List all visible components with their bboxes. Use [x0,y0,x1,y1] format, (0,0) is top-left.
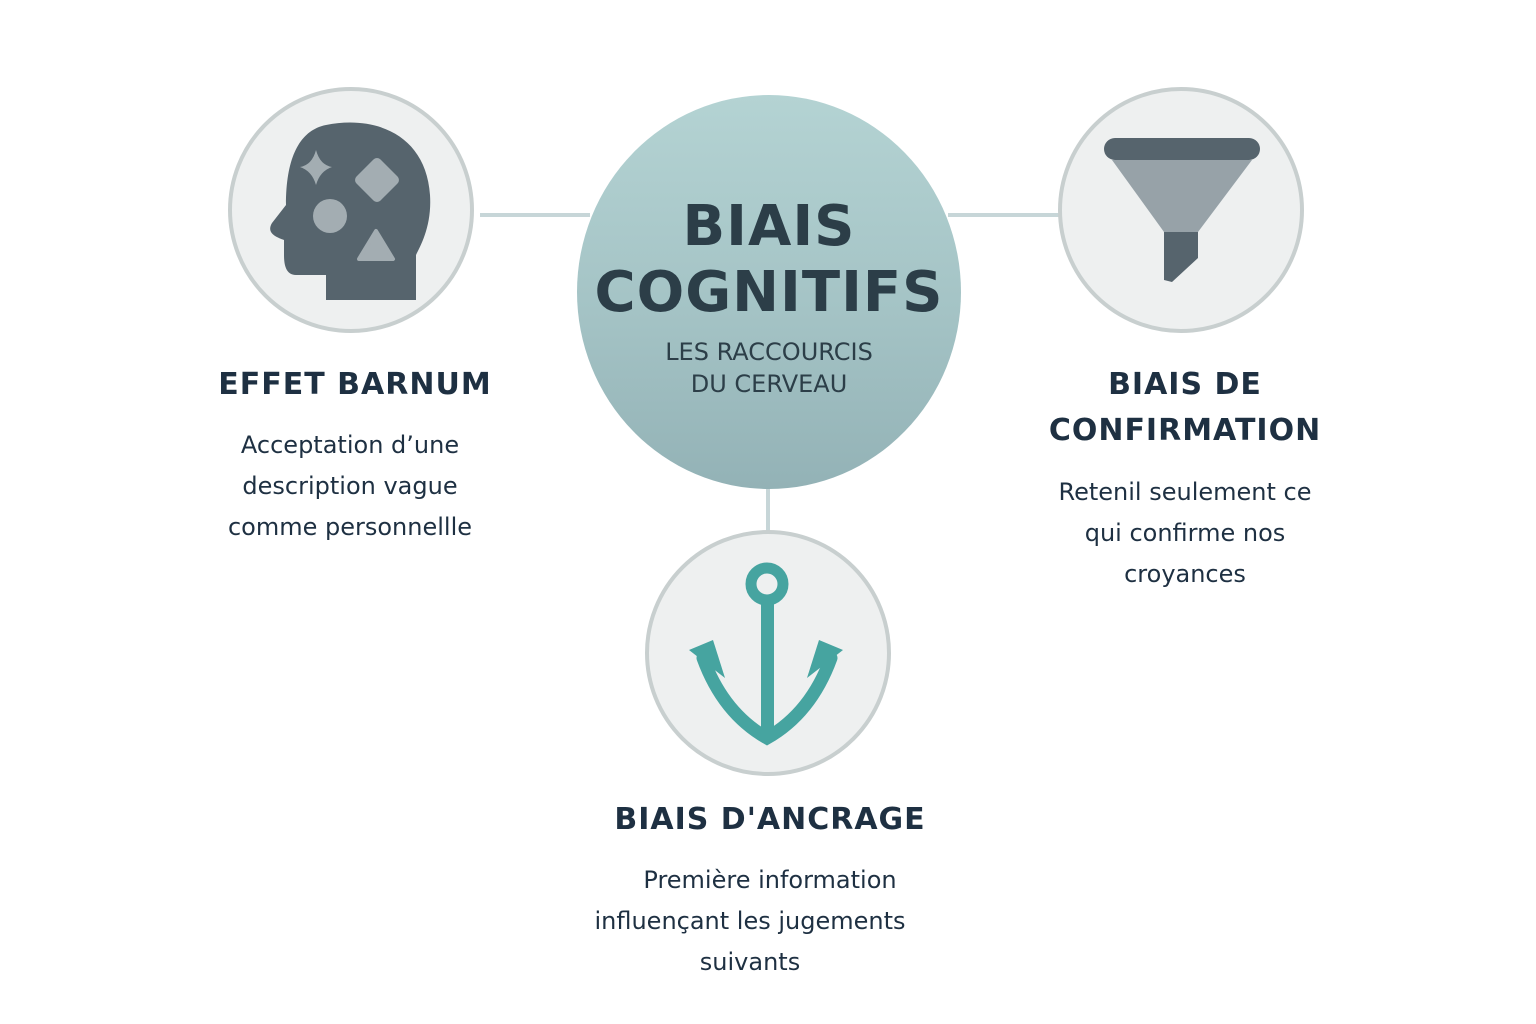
node-title-line: EFFET BARNUM [218,367,492,402]
node-barnum-circle [228,87,474,333]
node-desc-line: qui confirme nos [1084,519,1286,547]
center-subtitle-line2: DU CERVEAU [690,370,848,398]
node-barnum-title: EFFET BARNUM [180,362,530,408]
node-ancrage-desc: Première information influençant les jug… [540,860,960,983]
center-subtitle-line1: LES RACCOURCIS [665,338,873,366]
node-title-line: BIAIS DE [1108,367,1262,402]
node-title-line: BIAIS D'ANCRAGE [614,802,926,837]
connector-right [948,213,1060,217]
node-ancrage-circle [645,530,891,776]
node-confirmation-desc: Retenil seulement ce qui confirme nos cr… [1005,472,1365,595]
node-desc-line: suivants [699,948,801,976]
node-desc-line: Première information [643,866,897,894]
center-title: BIAIS COGNITIFS [595,194,944,326]
center-topic: BIAIS COGNITIFS LES RACCOURCIS DU CERVEA… [577,95,961,489]
node-confirmation-title: BIAIS DE CONFIRMATION [1010,362,1360,454]
node-confirmation-circle [1058,87,1304,333]
node-desc-line: croyances [1124,560,1246,588]
head-shapes-icon [270,122,431,300]
node-desc-line: Retenil seulement ce [1058,478,1312,506]
node-desc-line: comme personnellle [227,513,473,541]
center-title-line1: BIAIS [682,194,856,259]
connector-bottom [766,486,770,532]
anchor-icon [689,562,843,746]
node-barnum-desc: Acceptation d’une description vague comm… [170,425,530,548]
node-desc-line: Acceptation d’une [240,431,460,459]
funnel-icon [1104,138,1260,282]
node-desc-line: description vague [242,472,458,500]
node-desc-line: influençant les jugements [594,907,906,935]
node-title-line: CONFIRMATION [1048,413,1322,448]
connector-left [480,213,590,217]
node-ancrage-title: BIAIS D'ANCRAGE [560,797,980,843]
center-title-line2: COGNITIFS [594,260,944,325]
center-subtitle: LES RACCOURCIS DU CERVEAU [665,336,873,400]
